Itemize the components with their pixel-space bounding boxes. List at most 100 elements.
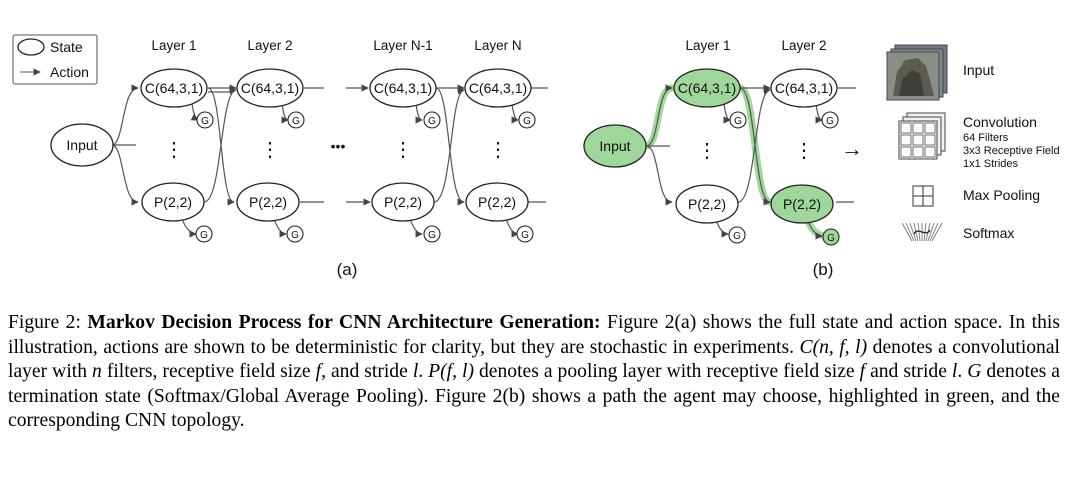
conv-node-label: C(64,3,1) bbox=[678, 80, 736, 96]
caption-title: Markov Decision Process for CNN Architec… bbox=[87, 312, 601, 333]
panel-b-header-layer-1: Layer 1 bbox=[685, 38, 730, 53]
edge bbox=[645, 145, 673, 206]
terminal-node-label: G bbox=[826, 116, 834, 127]
conv-node-label: C(64,3,1) bbox=[241, 80, 299, 96]
pool-node bbox=[236, 182, 300, 222]
highlight-path bbox=[642, 84, 676, 150]
terminal-node-label: G bbox=[523, 116, 531, 127]
conv-node bbox=[464, 68, 532, 108]
conv-node bbox=[673, 68, 741, 108]
edge bbox=[415, 103, 423, 124]
terminal-node-label: G bbox=[200, 230, 208, 241]
vertical-ellipsis: ⋮ bbox=[164, 139, 184, 161]
caption-text: denotes a convolutional layer with bbox=[8, 336, 1060, 383]
caption-text: . bbox=[418, 361, 429, 383]
terminal-node-label: G bbox=[521, 230, 529, 241]
conv-node-label: C(64,3,1) bbox=[775, 80, 833, 96]
pool-node bbox=[141, 182, 205, 222]
caption-math-f: f bbox=[859, 361, 866, 383]
pool-node-label: P(2,2) bbox=[384, 194, 422, 210]
topology-conv-receptive-field: 3x3 Receptive Field bbox=[963, 145, 1060, 157]
panel-a-label: (a) bbox=[337, 260, 358, 279]
panel-a-header-layer-n-1: Layer N-1 bbox=[373, 38, 432, 53]
panel-a-header-layer-2: Layer 2 bbox=[247, 38, 292, 53]
topology-softmax-label: Softmax bbox=[963, 225, 1014, 241]
input-node bbox=[583, 124, 647, 168]
panel-a-header-layer-n: Layer N bbox=[474, 38, 521, 53]
caption-math-conv: C(n, f, l) bbox=[799, 336, 868, 358]
caption-text: Figure 2(a) shows the full state and act… bbox=[8, 312, 1060, 358]
legend: State Action bbox=[12, 34, 98, 85]
pool-node bbox=[371, 182, 435, 222]
caption-math-l: l bbox=[412, 361, 419, 383]
topology-input-label: Input bbox=[963, 62, 994, 78]
terminal-node-label: G bbox=[201, 116, 209, 127]
panel-b-header-layer-2: Layer 2 bbox=[781, 38, 826, 53]
terminal-node bbox=[821, 111, 839, 129]
terminal-node-label: G bbox=[827, 233, 835, 244]
caption-math-g: G bbox=[967, 361, 982, 383]
terminal-node-label: G bbox=[291, 230, 299, 241]
edge bbox=[111, 144, 139, 206]
caption-math-f: f bbox=[315, 361, 322, 383]
softmax-icon bbox=[901, 222, 943, 242]
panel-b: Layer 1 Layer 2 Input C(64,3,1) ⋮ P(2,2)… bbox=[583, 38, 863, 279]
conv-node-label: C(64,3,1) bbox=[374, 80, 432, 96]
terminal-node bbox=[286, 225, 304, 243]
input-node bbox=[50, 123, 114, 167]
legend-state-label: State bbox=[50, 39, 83, 55]
edge bbox=[281, 103, 289, 124]
pool-node-label: P(2,2) bbox=[783, 196, 821, 212]
edge bbox=[715, 219, 729, 238]
topology-conv-title: Convolution bbox=[963, 114, 1037, 130]
edge bbox=[739, 87, 771, 206]
vertical-ellipsis: ⋮ bbox=[488, 139, 508, 161]
caption-math-pool: P(f, l) bbox=[428, 361, 474, 383]
pool-node bbox=[770, 184, 834, 224]
right-arrow-icon: → bbox=[841, 136, 863, 161]
vertical-ellipsis: ⋮ bbox=[697, 140, 717, 162]
vertical-ellipsis: ⋮ bbox=[794, 140, 814, 162]
caption-text: denotes a termination state (Softmax/Glo… bbox=[8, 361, 1060, 432]
input-node-label: Input bbox=[66, 137, 97, 153]
max-pooling-icon bbox=[912, 185, 934, 207]
caption-text: , and stride bbox=[321, 361, 413, 383]
terminal-node-label: G bbox=[734, 116, 742, 127]
conv-node bbox=[369, 68, 437, 108]
caption-text: . bbox=[957, 361, 968, 383]
horizontal-ellipsis: ••• bbox=[331, 138, 346, 154]
caption-text: filters, receptive field size bbox=[101, 361, 316, 383]
topology-conv-strides: 1x1 Strides bbox=[963, 158, 1019, 170]
panel-b-label: (b) bbox=[813, 260, 834, 279]
input-node-label: Input bbox=[599, 138, 630, 154]
terminal-node-label: G bbox=[428, 116, 436, 127]
panel-a-header-layer-1: Layer 1 bbox=[151, 38, 196, 53]
caption-text: and stride bbox=[865, 361, 952, 383]
convolution-filters-icon bbox=[898, 112, 946, 160]
edge bbox=[815, 103, 823, 124]
caption-math-n: n bbox=[92, 361, 102, 383]
input-image-icon bbox=[886, 44, 948, 101]
caption-math-l: l bbox=[951, 361, 958, 383]
terminal-node bbox=[423, 111, 441, 129]
edge bbox=[181, 217, 197, 238]
panel-a: Layer 1 Layer 2 Layer N-1 Layer N bbox=[50, 38, 548, 279]
terminal-node bbox=[729, 111, 747, 129]
pool-node bbox=[675, 184, 739, 224]
pool-node-label: P(2,2) bbox=[478, 194, 516, 210]
conv-node-label: C(64,3,1) bbox=[469, 80, 527, 96]
edge bbox=[111, 84, 139, 146]
pool-node bbox=[465, 182, 529, 222]
caption-text: denotes a pooling layer with receptive f… bbox=[473, 361, 860, 383]
edge bbox=[203, 87, 237, 203]
conv-node bbox=[770, 68, 838, 108]
edge bbox=[207, 87, 235, 206]
conv-node-label: C(64,3,1) bbox=[145, 80, 203, 96]
figure-caption: Figure 2: Markov Decision Process for CN… bbox=[8, 311, 1060, 434]
pool-node-label: P(2,2) bbox=[154, 194, 192, 210]
terminal-node bbox=[195, 225, 213, 243]
edge bbox=[723, 103, 731, 124]
cnn-topology: Input Convolution 64 Filters 3x3 Recepti… bbox=[886, 44, 1060, 242]
topology-pool-label: Max Pooling bbox=[963, 187, 1040, 203]
vertical-ellipsis: ⋮ bbox=[393, 139, 413, 161]
